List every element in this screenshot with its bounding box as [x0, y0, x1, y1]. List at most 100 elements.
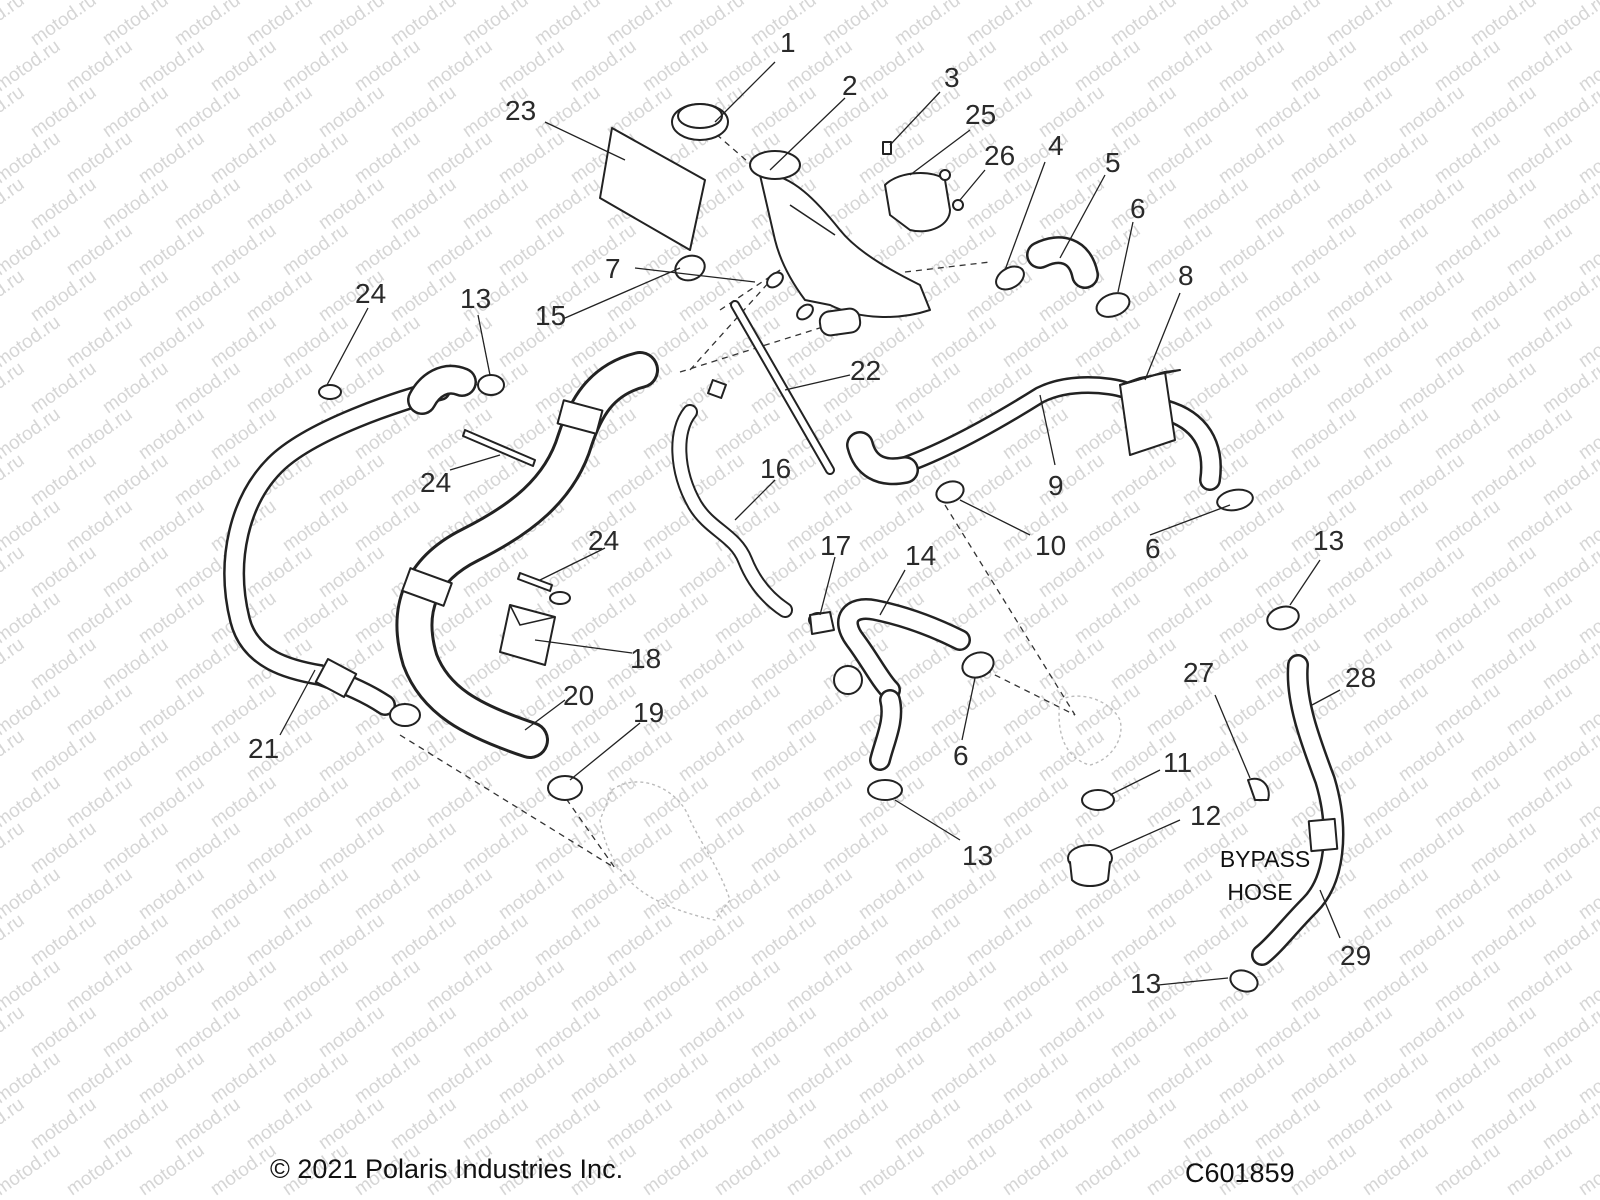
- watermark-text: motod.ru: [243, 1094, 316, 1154]
- hose-9: [846, 376, 1222, 491]
- watermark-text: motod.ru: [387, 726, 460, 786]
- watermark-text: motod.ru: [207, 680, 280, 740]
- callout-23: 23: [505, 95, 536, 126]
- watermark-text: motod.ru: [1071, 588, 1144, 648]
- watermark-text: motod.ru: [315, 818, 388, 878]
- callout-7: 7: [605, 253, 621, 284]
- watermark-text: motod.ru: [279, 956, 352, 1016]
- watermark-text: motod.ru: [783, 1048, 856, 1108]
- callout-9: 9: [1048, 470, 1064, 501]
- watermark-text: motod.ru: [1395, 634, 1468, 694]
- watermark-text: motod.ru: [315, 174, 388, 234]
- watermark-text: motod.ru: [1359, 1048, 1432, 1108]
- watermark-text: motod.ru: [99, 726, 172, 786]
- watermark-text: motod.ru: [351, 36, 424, 96]
- watermark-text: motod.ru: [243, 542, 316, 602]
- watermark-text: motod.ru: [567, 956, 640, 1016]
- watermark-text: motod.ru: [1467, 1094, 1540, 1154]
- watermark-text: motod.ru: [387, 266, 460, 326]
- watermark-text: motod.ru: [27, 818, 100, 878]
- watermark-text: motod.ru: [1539, 82, 1600, 142]
- watermark-text: motod.ru: [459, 174, 532, 234]
- watermark-text: motod.ru: [351, 956, 424, 1016]
- watermark-text: motod.ru: [1323, 174, 1396, 234]
- watermark-text: motod.ru: [1179, 542, 1252, 602]
- watermark-text: motod.ru: [927, 496, 1000, 556]
- watermark-text: motod.ru: [459, 1002, 532, 1062]
- watermark-text: motod.ru: [675, 1002, 748, 1062]
- watermark-text: motod.ru: [783, 772, 856, 832]
- watermark-text: motod.ru: [855, 1140, 928, 1200]
- watermark-text: motod.ru: [603, 910, 676, 970]
- watermark-text: motod.ru: [495, 864, 568, 924]
- watermark-text: motod.ru: [711, 864, 784, 924]
- watermark-text: motod.ru: [207, 128, 280, 188]
- watermark-text: motod.ru: [567, 1048, 640, 1108]
- watermark-text: motod.ru: [531, 818, 604, 878]
- watermark-text: motod.ru: [1575, 0, 1600, 4]
- watermark-text: motod.ru: [1503, 496, 1576, 556]
- watermark-text: motod.ru: [0, 634, 28, 694]
- watermark-text: motod.ru: [1395, 818, 1468, 878]
- watermark-text: motod.ru: [99, 82, 172, 142]
- watermark-text: motod.ru: [351, 1048, 424, 1108]
- watermark-text: motod.ru: [1539, 0, 1600, 50]
- watermark-text: motod.ru: [1251, 1094, 1324, 1154]
- watermark-text: motod.ru: [1503, 36, 1576, 96]
- watermark-text: motod.ru: [1395, 266, 1468, 326]
- watermark-text: motod.ru: [135, 772, 208, 832]
- callout-4: 4: [1048, 130, 1064, 161]
- watermark-text: motod.ru: [711, 956, 784, 1016]
- watermark-text: motod.ru: [1107, 542, 1180, 602]
- watermark-text: motod.ru: [1179, 1002, 1252, 1062]
- watermark-text: motod.ru: [387, 818, 460, 878]
- watermark-text: motod.ru: [783, 864, 856, 924]
- watermark-text: motod.ru: [279, 1048, 352, 1108]
- watermark-text: motod.ru: [747, 1094, 820, 1154]
- callout-12: 12: [1190, 800, 1221, 831]
- watermark-text: motod.ru: [315, 0, 388, 50]
- watermark-text: motod.ru: [1359, 404, 1432, 464]
- watermark-text: motod.ru: [0, 818, 28, 878]
- reservoir-8: [1119, 369, 1181, 456]
- watermark-text: motod.ru: [207, 864, 280, 924]
- watermark-text: motod.ru: [135, 1140, 208, 1200]
- watermark-text: motod.ru: [855, 36, 928, 96]
- callout-6: 6: [1130, 193, 1146, 224]
- watermark-text: motod.ru: [0, 910, 28, 970]
- watermark-text: motod.ru: [171, 726, 244, 786]
- watermark-text: motod.ru: [1539, 266, 1600, 326]
- watermark-text: motod.ru: [423, 1048, 496, 1108]
- watermark-text: motod.ru: [1035, 82, 1108, 142]
- watermark-text: motod.ru: [1395, 910, 1468, 970]
- watermark-text: motod.ru: [243, 910, 316, 970]
- callout-16: 16: [760, 453, 791, 484]
- watermark-text: motod.ru: [1539, 726, 1600, 786]
- callout-2: 2: [842, 70, 858, 101]
- watermark-text: motod.ru: [207, 312, 280, 372]
- callout-20: 20: [563, 680, 594, 711]
- watermark-text: motod.ru: [1431, 956, 1504, 1016]
- watermark-text: motod.ru: [1503, 312, 1576, 372]
- watermark-text: motod.ru: [63, 680, 136, 740]
- watermark-text: motod.ru: [603, 818, 676, 878]
- watermark-text: motod.ru: [999, 864, 1072, 924]
- thermostat-12: [1067, 844, 1113, 887]
- watermark-text: motod.ru: [243, 818, 316, 878]
- watermark-text: motod.ru: [963, 450, 1036, 510]
- watermark-text: motod.ru: [1503, 864, 1576, 924]
- watermark-text: motod.ru: [1251, 82, 1324, 142]
- watermark-text: motod.ru: [279, 36, 352, 96]
- watermark-text: motod.ru: [1467, 0, 1540, 50]
- watermark-text: motod.ru: [135, 864, 208, 924]
- watermark-text: motod.ru: [459, 910, 532, 970]
- watermark-text: motod.ru: [171, 1002, 244, 1062]
- watermark-text: motod.ru: [1287, 128, 1360, 188]
- watermark-text: motod.ru: [1467, 726, 1540, 786]
- watermark-text: motod.ru: [783, 956, 856, 1016]
- watermark-text: motod.ru: [135, 1048, 208, 1108]
- watermark-text: motod.ru: [171, 82, 244, 142]
- watermark-text: motod.ru: [1107, 910, 1180, 970]
- watermark-text: motod.ru: [639, 1140, 712, 1200]
- watermark-text: motod.ru: [351, 864, 424, 924]
